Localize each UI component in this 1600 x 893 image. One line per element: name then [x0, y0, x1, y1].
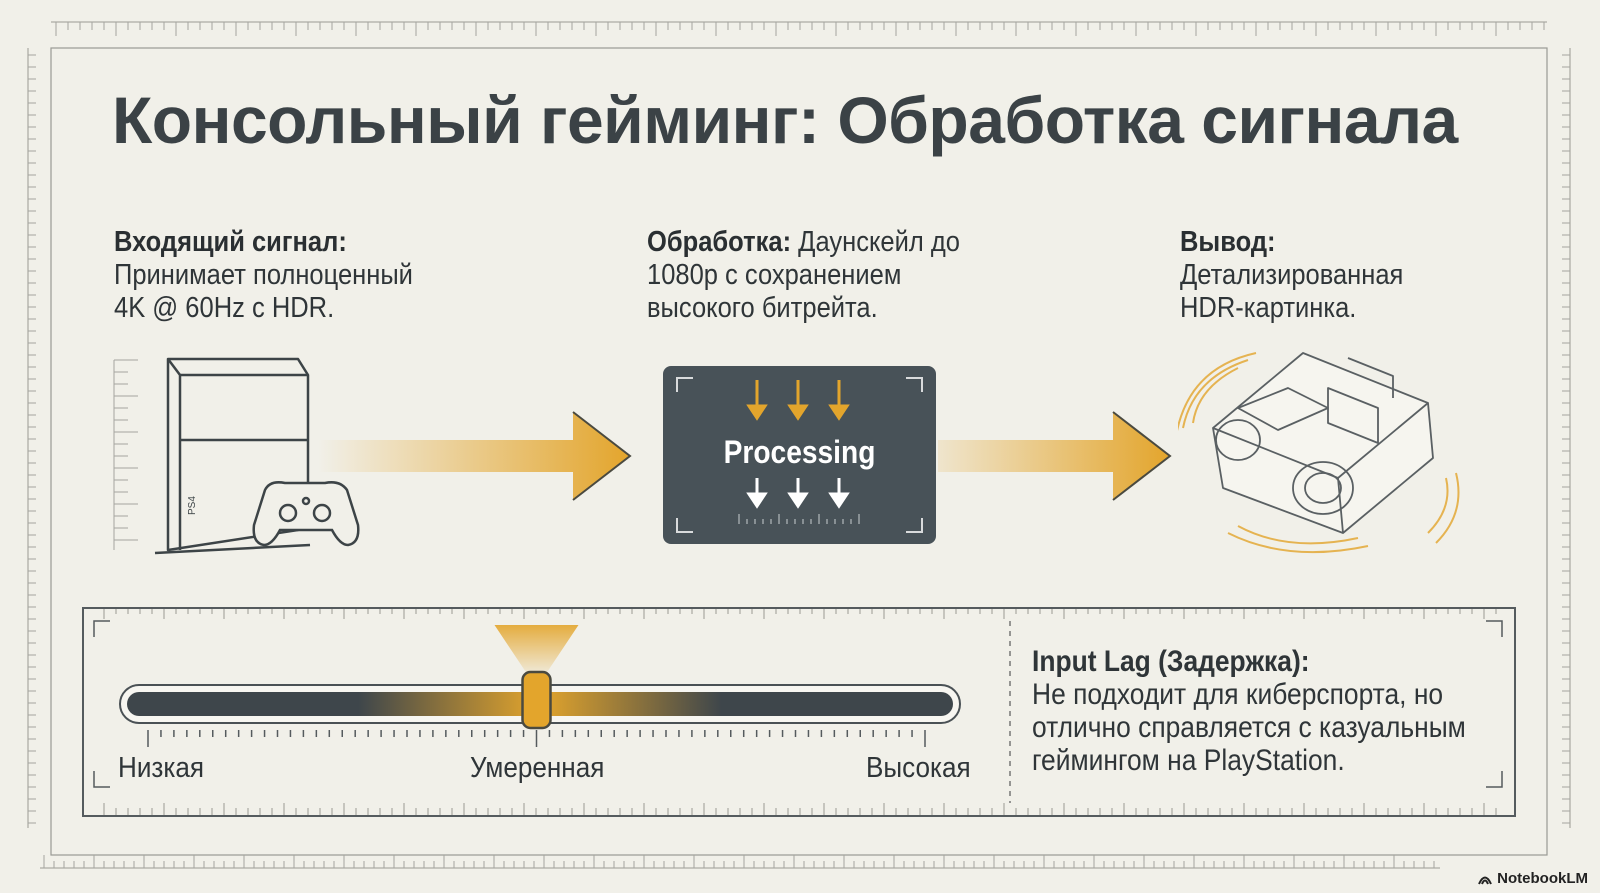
- input-lag-line: геймингом на PlayStation.: [1032, 744, 1345, 777]
- gamepad-icon: [252, 481, 360, 547]
- input-stage-heading: Входящий сигнал:: [114, 226, 347, 258]
- lag-scale-mid: Умеренная: [470, 752, 605, 784]
- input-lag-line: отлично справляется с казуальным: [1032, 711, 1466, 744]
- arrow-icon: [938, 411, 1172, 501]
- notebooklm-icon: [1478, 876, 1493, 884]
- output-stage-line: Детализированная: [1180, 259, 1404, 291]
- processing-stage-line: 1080p с сохранением: [647, 259, 902, 291]
- page-title: Консольный гейминг: Обработка сигнала: [112, 83, 1458, 157]
- output-stage-text: Вывод: Детализированная HDR-картинка.: [1180, 226, 1403, 325]
- processing-stage-text: Обработка: Даунскейл до 1080p с сохранен…: [647, 226, 960, 325]
- projector-icon: [1178, 352, 1460, 554]
- input-stage-line: 4K @ 60Hz с HDR.: [114, 292, 335, 324]
- brand-name: NotebookLM: [1497, 870, 1588, 887]
- input-lag-line: Не подходит для киберспорта, но: [1032, 678, 1444, 711]
- processing-stage-line: Даунскейл до: [791, 226, 960, 258]
- slider-knob[interactable]: [494, 625, 579, 730]
- input-stage-line: Принимает полноценный: [114, 259, 413, 291]
- input-lag-heading: Input Lag (Задержка):: [1032, 645, 1310, 678]
- processing-stage-line: высокого битрейта.: [647, 292, 878, 324]
- processing-label: Processing: [723, 434, 876, 470]
- console-label: PS4: [187, 496, 198, 515]
- processing-stage-heading: Обработка:: [647, 226, 792, 258]
- arrow-icon: [318, 411, 632, 501]
- lag-panel-decor: [93, 609, 1503, 815]
- processing-box: Processing: [663, 366, 936, 544]
- lag-scale-low: Низкая: [118, 752, 205, 784]
- input-stage-text: Входящий сигнал: Принимает полноценный 4…: [114, 226, 413, 325]
- brand-badge: NotebookLM: [1477, 870, 1588, 887]
- output-stage-heading: Вывод:: [1180, 226, 1276, 258]
- input-lag-text: Input Lag (Задержка): Не подходит для ки…: [1032, 645, 1466, 777]
- input-lag-panel: [82, 607, 1516, 817]
- input-lag-slider[interactable]: [110, 625, 980, 755]
- downscale-arrows-icon: [676, 377, 923, 533]
- lag-scale-high: Высокая: [866, 752, 971, 784]
- console-icon: PS4: [113, 357, 360, 555]
- output-stage-line: HDR-картинка.: [1180, 292, 1357, 324]
